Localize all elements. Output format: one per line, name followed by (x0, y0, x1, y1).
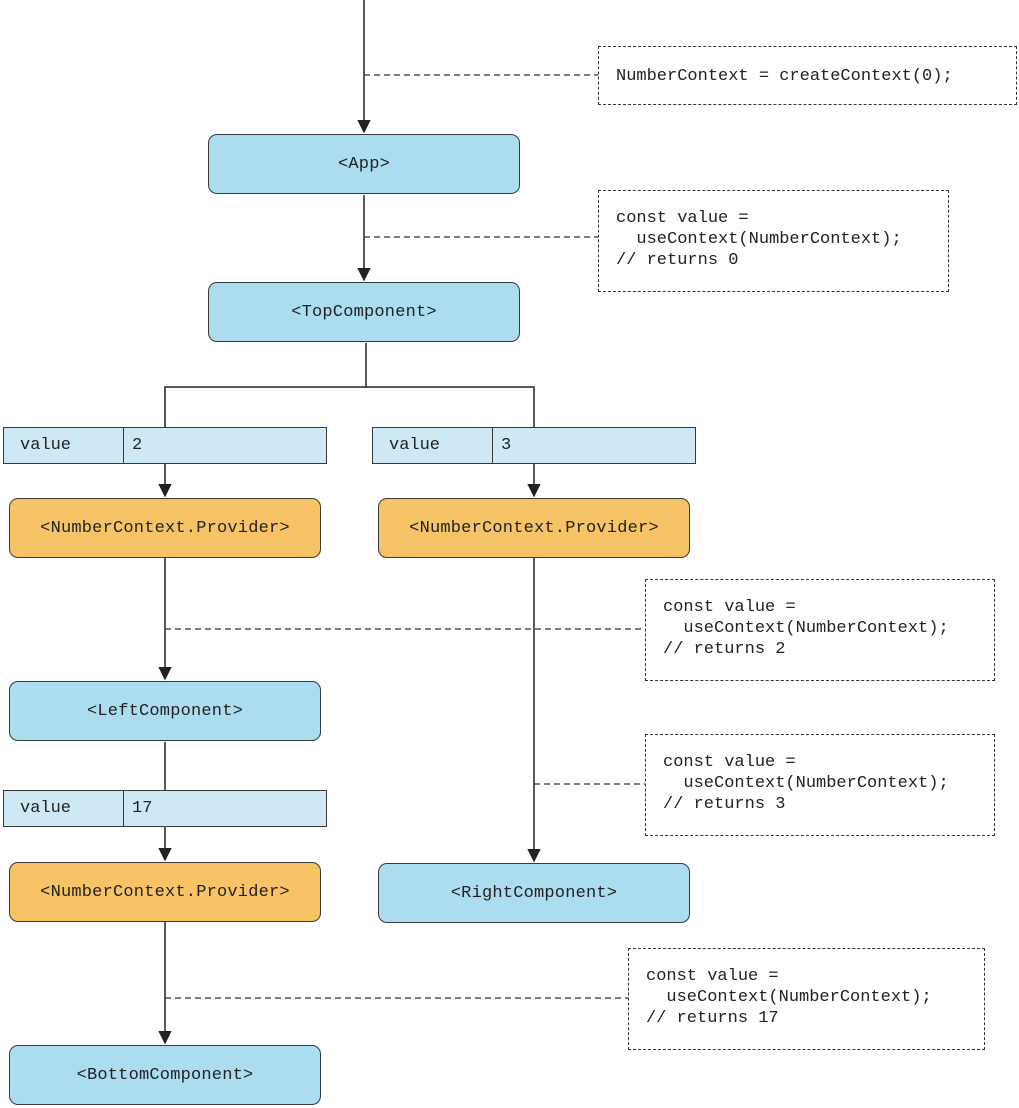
note-left-component: const value = useContext(NumberContext);… (645, 579, 995, 681)
note-top-component: const value = useContext(NumberContext);… (598, 190, 949, 292)
value-prop-bottom: value 17 (3, 790, 327, 827)
provider-right-node: <NumberContext.Provider> (378, 498, 690, 558)
note-line: useContext(NumberContext); (646, 988, 932, 1007)
value-prop-value: 3 (501, 436, 512, 455)
note-line: // returns 17 (646, 1009, 779, 1028)
note-line: // returns 2 (663, 640, 786, 659)
edge-top-split-right (366, 386, 535, 427)
provider-left-node: <NumberContext.Provider> (9, 498, 321, 558)
bottom-component-node: <BottomComponent> (9, 1045, 321, 1105)
right-component-label: <RightComponent> (450, 883, 618, 903)
value-prop-key: value (4, 428, 124, 463)
left-component-label: <LeftComponent> (86, 701, 244, 721)
note-bottom-component: const value = useContext(NumberContext);… (628, 948, 985, 1050)
note-line: const value = (663, 598, 796, 617)
note-line: const value = (663, 753, 796, 772)
note-line: const value = (616, 209, 749, 228)
note-line: // returns 0 (616, 251, 739, 270)
value-prop-key: value (4, 791, 124, 826)
value-prop-key: value (373, 428, 493, 463)
value-prop-right: value 3 (372, 427, 696, 464)
note-line: NumberContext = createContext(0); (616, 67, 953, 86)
provider-right-label: <NumberContext.Provider> (409, 518, 659, 538)
top-component-node: <TopComponent> (208, 282, 520, 342)
value-prop-value: 17 (132, 799, 153, 818)
note-line: useContext(NumberContext); (663, 774, 949, 793)
top-component-label: <TopComponent> (291, 302, 437, 322)
right-component-node: <RightComponent> (378, 863, 690, 923)
note-line: useContext(NumberContext); (616, 230, 902, 249)
left-component-node: <LeftComponent> (9, 681, 321, 741)
value-prop-value: 2 (132, 436, 143, 455)
provider-left-label: <NumberContext.Provider> (40, 518, 290, 538)
edge-top-split (164, 343, 367, 427)
app-label: <App> (337, 154, 390, 174)
note-line: // returns 3 (663, 795, 786, 814)
provider-bottom-label: <NumberContext.Provider> (40, 882, 290, 902)
bottom-component-label: <BottomComponent> (76, 1065, 254, 1085)
note-right-component: const value = useContext(NumberContext);… (645, 734, 995, 836)
note-create-context: NumberContext = createContext(0); (598, 46, 1017, 105)
note-line: useContext(NumberContext); (663, 619, 949, 638)
provider-bottom-node: <NumberContext.Provider> (9, 862, 321, 922)
note-line: const value = (646, 967, 779, 986)
app-node: <App> (208, 134, 520, 194)
value-prop-left: value 2 (3, 427, 327, 464)
